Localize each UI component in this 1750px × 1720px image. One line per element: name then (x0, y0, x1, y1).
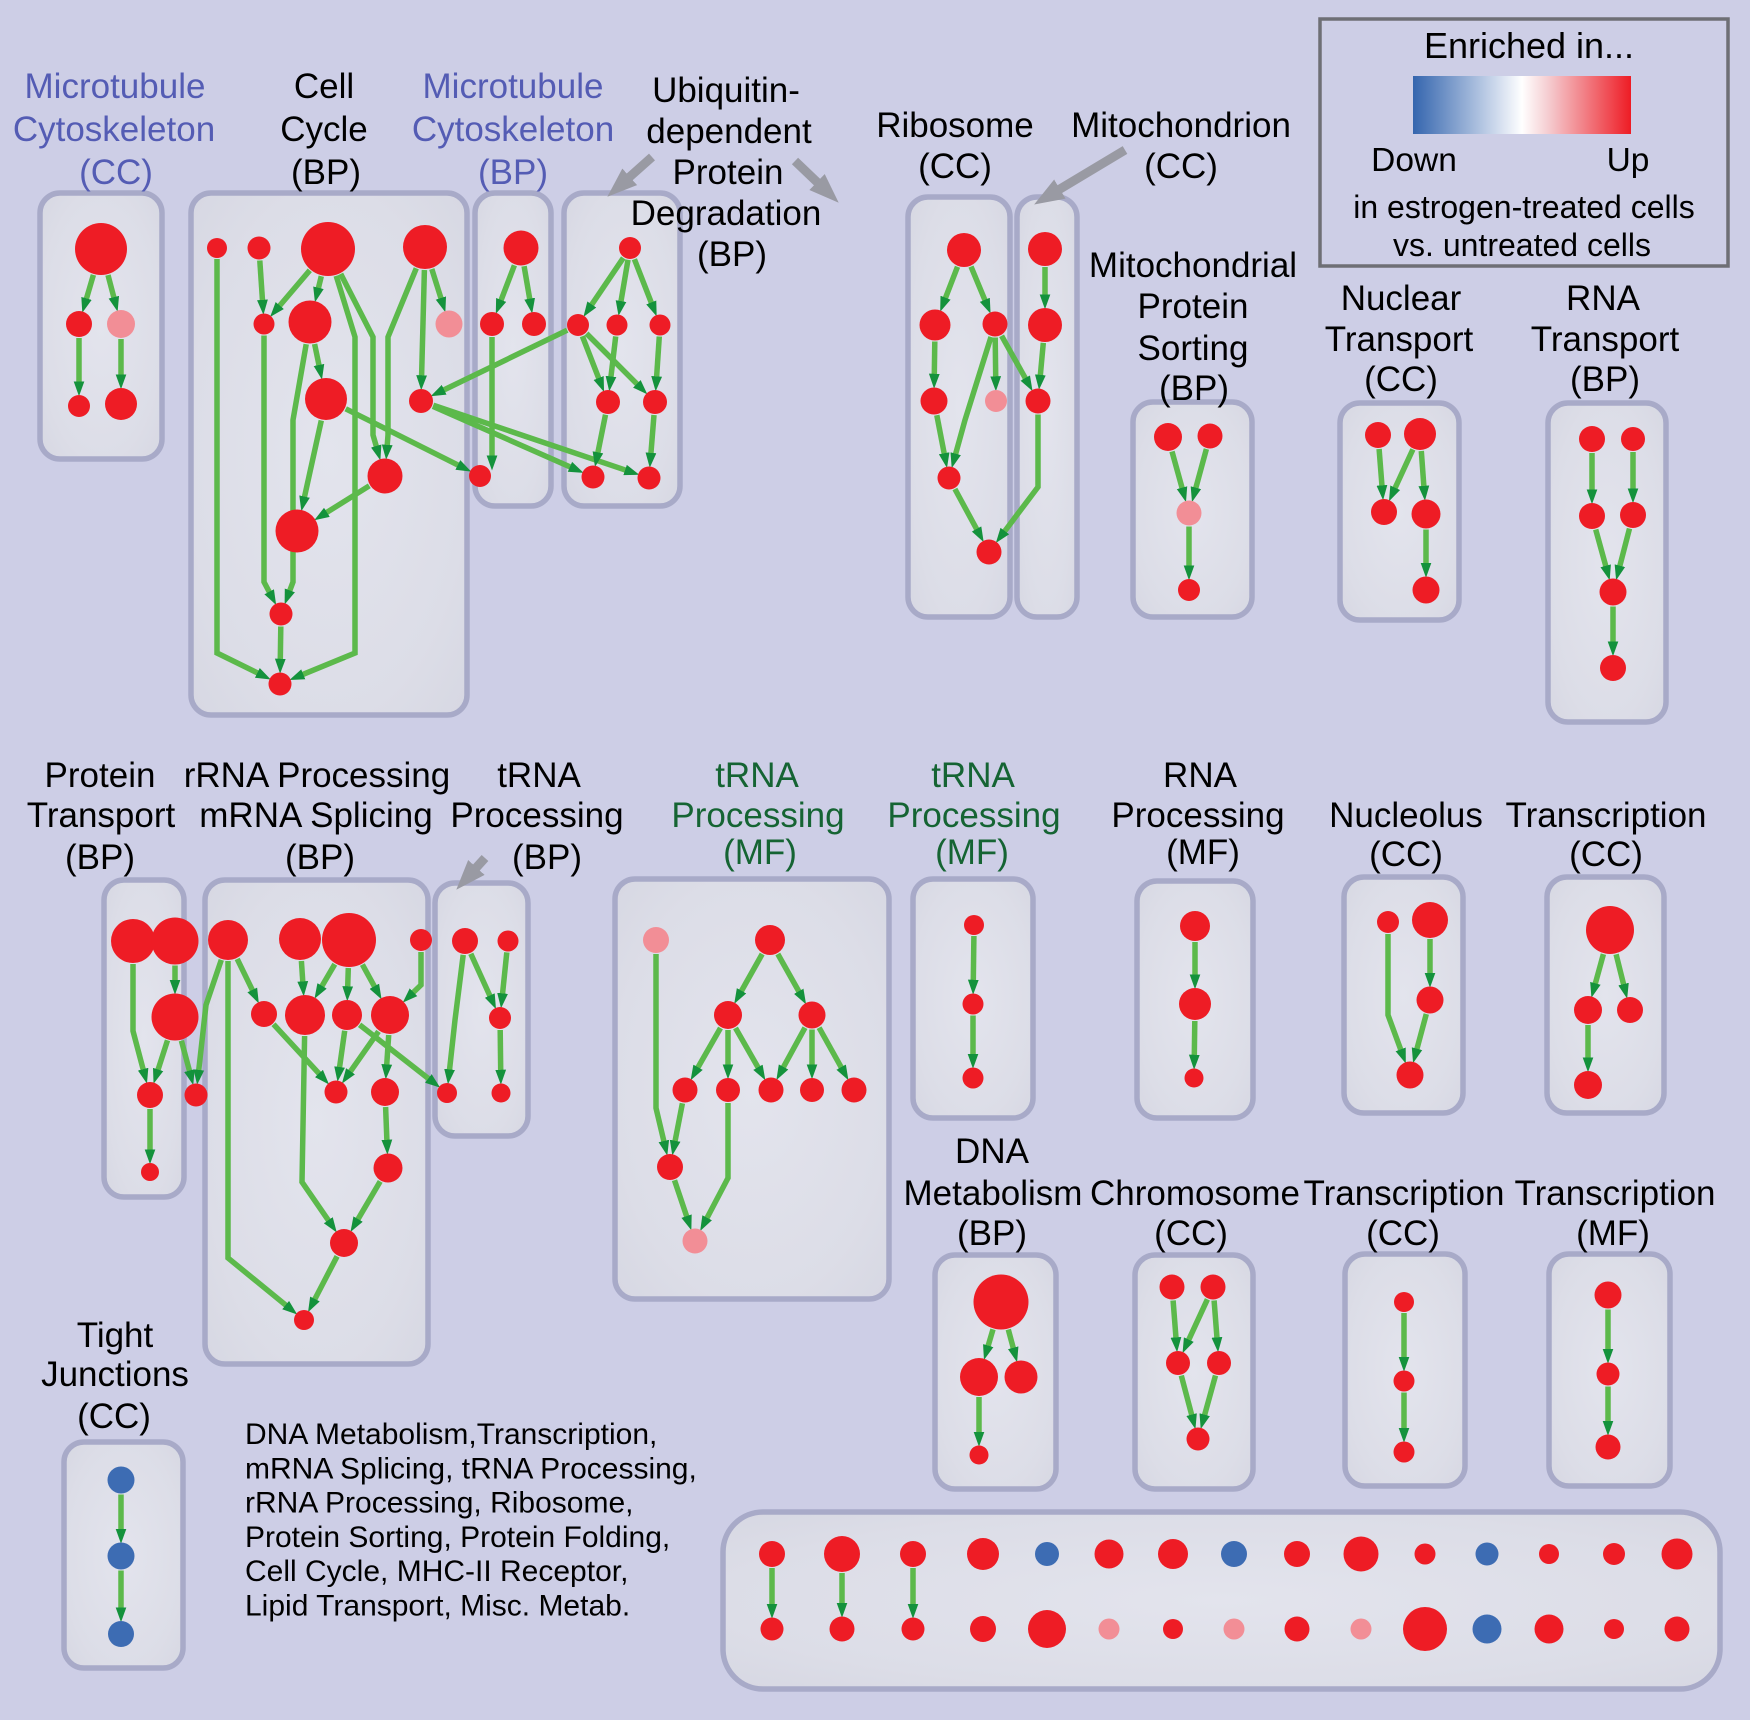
svg-text:Processing: Processing (671, 796, 844, 835)
svg-text:(BP): (BP) (957, 1214, 1027, 1253)
svg-text:(BP): (BP) (1570, 360, 1640, 399)
svg-text:(MF): (MF) (935, 833, 1009, 872)
svg-text:(BP): (BP) (1159, 369, 1229, 408)
svg-text:mRNA Splicing: mRNA Splicing (199, 796, 432, 835)
svg-text:Mitochondrial: Mitochondrial (1089, 246, 1297, 285)
svg-text:Cycle: Cycle (280, 110, 368, 149)
svg-text:rRNA Processing, Ribosome,: rRNA Processing, Ribosome, (245, 1487, 633, 1520)
svg-text:Processing: Processing (450, 796, 623, 835)
svg-text:Ribosome: Ribosome (876, 106, 1034, 145)
svg-text:(MF): (MF) (1576, 1214, 1650, 1253)
svg-text:Nuclear: Nuclear (1341, 279, 1462, 318)
svg-text:tRNA: tRNA (715, 756, 799, 795)
svg-text:(MF): (MF) (1166, 833, 1240, 872)
svg-text:Chromosome: Chromosome (1090, 1174, 1300, 1213)
svg-text:Up: Up (1607, 142, 1650, 179)
svg-text:Mitochondrion: Mitochondrion (1071, 106, 1291, 145)
svg-text:Nucleolus: Nucleolus (1329, 796, 1483, 835)
svg-text:(BP): (BP) (291, 153, 361, 192)
svg-text:(CC): (CC) (1569, 835, 1643, 874)
svg-text:Transcription: Transcription (1304, 1174, 1505, 1213)
svg-text:RNA: RNA (1163, 756, 1238, 795)
svg-text:Enriched in...: Enriched in... (1424, 25, 1634, 66)
svg-text:Transcription: Transcription (1506, 796, 1707, 835)
svg-text:Degradation: Degradation (631, 194, 822, 233)
svg-text:tRNA: tRNA (931, 756, 1015, 795)
svg-text:Cytoskeleton: Cytoskeleton (412, 110, 614, 149)
svg-text:Protein Sorting, Protein Foldi: Protein Sorting, Protein Folding, (245, 1521, 670, 1554)
svg-text:DNA: DNA (955, 1132, 1030, 1171)
svg-text:Down: Down (1371, 142, 1457, 179)
svg-text:(CC): (CC) (1364, 360, 1438, 399)
svg-text:Microtubule: Microtubule (423, 67, 604, 106)
svg-text:(CC): (CC) (79, 153, 153, 192)
svg-text:Transport: Transport (1325, 320, 1474, 359)
svg-text:(BP): (BP) (65, 838, 135, 877)
svg-text:(CC): (CC) (1144, 147, 1218, 186)
svg-text:Processing: Processing (1111, 796, 1284, 835)
svg-text:Transport: Transport (1531, 320, 1680, 359)
svg-text:(BP): (BP) (697, 235, 767, 274)
svg-text:Transcription: Transcription (1515, 1174, 1716, 1213)
svg-text:Lipid Transport, Misc. Metab.: Lipid Transport, Misc. Metab. (245, 1590, 630, 1623)
svg-text:tRNA: tRNA (497, 756, 581, 795)
svg-text:Junctions: Junctions (41, 1355, 189, 1394)
svg-text:Sorting: Sorting (1138, 329, 1249, 368)
svg-text:(MF): (MF) (723, 833, 797, 872)
svg-text:Cell: Cell (294, 67, 354, 106)
svg-text:Transport: Transport (27, 796, 176, 835)
svg-text:Ubiquitin-: Ubiquitin- (652, 71, 800, 110)
svg-text:Microtubule: Microtubule (25, 67, 206, 106)
svg-text:Tight: Tight (77, 1316, 154, 1355)
svg-text:(BP): (BP) (512, 838, 582, 877)
svg-text:vs. untreated cells: vs. untreated cells (1393, 227, 1651, 263)
svg-text:(BP): (BP) (285, 838, 355, 877)
svg-text:rRNA Processing: rRNA Processing (184, 756, 450, 795)
svg-text:(CC): (CC) (918, 147, 992, 186)
svg-text:dependent: dependent (646, 112, 812, 151)
svg-text:RNA: RNA (1566, 279, 1641, 318)
svg-text:(CC): (CC) (1369, 835, 1443, 874)
svg-text:Cell Cycle, MHC-II Receptor,: Cell Cycle, MHC-II Receptor, (245, 1555, 628, 1588)
svg-text:Cytoskeleton: Cytoskeleton (13, 110, 215, 149)
svg-text:in estrogen-treated cells: in estrogen-treated cells (1353, 189, 1695, 225)
svg-text:(CC): (CC) (1154, 1214, 1228, 1253)
svg-text:(BP): (BP) (478, 153, 548, 192)
svg-text:(CC): (CC) (77, 1397, 151, 1436)
svg-text:Protein: Protein (673, 153, 784, 192)
svg-text:Processing: Processing (887, 796, 1060, 835)
svg-text:Protein: Protein (45, 756, 156, 795)
svg-text:(CC): (CC) (1366, 1214, 1440, 1253)
svg-text:Protein: Protein (1138, 287, 1249, 326)
svg-text:mRNA Splicing, tRNA Processing: mRNA Splicing, tRNA Processing, (245, 1452, 697, 1485)
svg-text:DNA Metabolism,Transcription,: DNA Metabolism,Transcription, (245, 1418, 657, 1451)
svg-text:Metabolism: Metabolism (904, 1174, 1083, 1213)
